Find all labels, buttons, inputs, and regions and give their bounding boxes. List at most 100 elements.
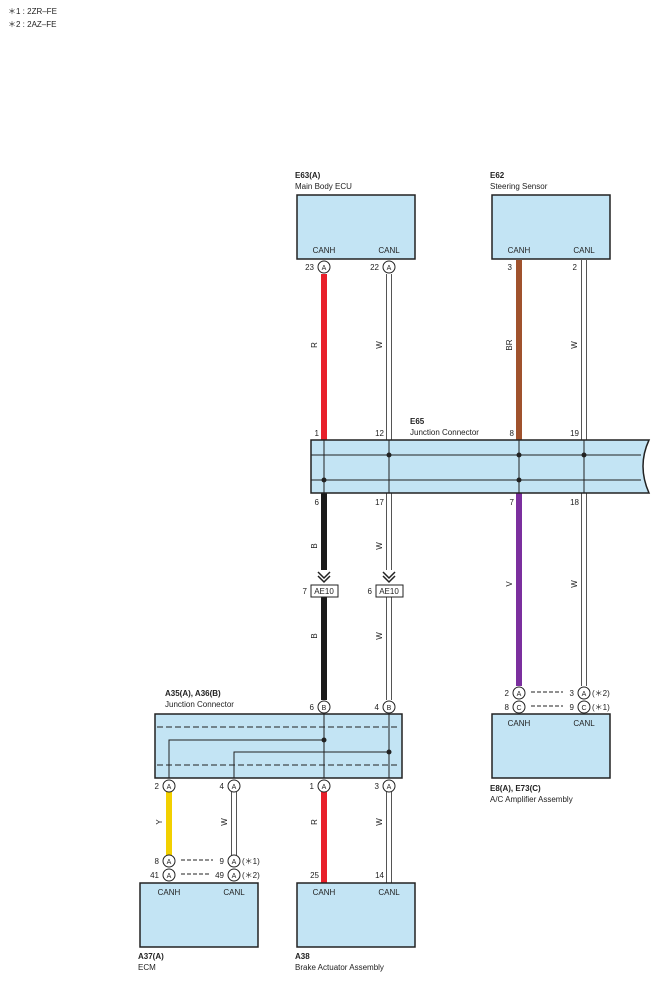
a37-code: A37(A): [138, 952, 164, 961]
connector-letter: A: [232, 784, 237, 791]
option-note: (＊1): [592, 703, 610, 712]
connector-circle: [162, 854, 176, 868]
ae10-label: AE10: [314, 587, 334, 596]
pin-number: 7: [510, 498, 515, 507]
connector-circle: [317, 700, 331, 714]
a37-box: [139, 882, 259, 948]
pin-number: 23: [305, 263, 314, 272]
pin-number: 4: [375, 703, 380, 712]
junction-dot: [321, 477, 327, 483]
connector-circle: [577, 700, 591, 714]
connector-letter: A: [517, 691, 522, 698]
wire-label-w: W: [220, 818, 229, 826]
e63-name: Main Body ECU: [295, 182, 352, 191]
connector-circle: [317, 260, 331, 274]
connector-letter: A: [167, 859, 172, 866]
wire-label-w: W: [570, 341, 579, 349]
wire-label-w: W: [375, 818, 384, 826]
pin-number: 41: [150, 871, 159, 880]
connector-letter: A: [167, 873, 172, 880]
pin-number: 22: [370, 263, 379, 272]
a35-canh-bus: [168, 714, 325, 778]
pin-number: 19: [570, 429, 579, 438]
connector-circle: [512, 700, 526, 714]
e62-canl-label: CANL: [573, 246, 595, 255]
connector-letter: A: [322, 265, 327, 272]
connector-letter: B: [322, 705, 327, 712]
e63-canl-label: CANL: [378, 246, 400, 255]
junction-dot: [386, 749, 392, 755]
pin-number: 12: [375, 429, 384, 438]
e8-canl-label: CANL: [573, 719, 595, 728]
wire-label-v: V: [505, 581, 514, 587]
a35-name: Junction Connector: [165, 700, 234, 709]
ae10-connector-black: [310, 571, 339, 598]
pin-number: 18: [570, 498, 579, 507]
pin-number: 49: [215, 871, 224, 880]
e65-code: E65: [410, 417, 425, 426]
a38-canh-label: CANH: [313, 888, 336, 897]
wire-label-w: W: [375, 542, 384, 550]
pin-number: 6: [310, 703, 315, 712]
connector-circle: [577, 686, 591, 700]
wire-label-b: B: [310, 633, 319, 638]
pin-number: 6: [315, 498, 320, 507]
option-note: (＊2): [592, 689, 610, 698]
pin-number: 7: [303, 587, 308, 596]
connector-circle: [162, 779, 176, 793]
connector-circle: [382, 260, 396, 274]
e62-box: [491, 194, 611, 260]
e8-code: E8(A), E73(C): [490, 784, 541, 793]
a38-code: A38: [295, 952, 310, 961]
a37-canh-label: CANH: [158, 888, 181, 897]
connector-circle: [317, 779, 331, 793]
connector-letter: A: [582, 691, 587, 698]
wire-label-r: R: [310, 342, 319, 348]
pin-number: 4: [220, 782, 225, 791]
connector-circle: [382, 779, 396, 793]
junction-dot: [516, 477, 522, 483]
wire-label-b: B: [310, 543, 319, 548]
junction-dot: [321, 737, 327, 743]
pin-number: 14: [375, 871, 384, 880]
a35-box: [154, 713, 403, 779]
a35-code: A35(A), A36(B): [165, 689, 221, 698]
connector-letter: A: [322, 784, 327, 791]
connector-letter: B: [387, 705, 392, 712]
pin-number: 3: [570, 689, 575, 698]
a35-canl-bus: [233, 714, 390, 778]
option-note: (＊1): [242, 857, 260, 866]
e63-canh-label: CANH: [313, 246, 336, 255]
pin-number: 25: [310, 871, 319, 880]
e63-box: [296, 194, 416, 260]
wire-label-r: R: [310, 819, 319, 825]
pin-number: 1: [315, 429, 320, 438]
e8-canh-label: CANH: [508, 719, 531, 728]
a38-canl-label: CANL: [378, 888, 400, 897]
pin-number: 8: [155, 857, 160, 866]
wire-label-w: W: [570, 580, 579, 588]
e65-box: [310, 439, 651, 494]
e63-code: E63(A): [295, 171, 321, 180]
ae10-label: AE10: [379, 587, 399, 596]
connector-circle: [162, 868, 176, 882]
pin-number: 17: [375, 498, 384, 507]
connector-letter: A: [387, 784, 392, 791]
wire-label-w: W: [375, 632, 384, 640]
connector-letter: A: [232, 859, 237, 866]
connector-circle: [227, 868, 241, 882]
ae10-connector-white: [375, 571, 404, 598]
pin-number: 3: [508, 263, 513, 272]
connector-letter: A: [387, 265, 392, 272]
wire-label-y: Y: [155, 819, 164, 825]
junction-dot: [516, 452, 522, 458]
a37-canl-label: CANL: [223, 888, 245, 897]
a38-box: [296, 882, 416, 948]
pin-number: 1: [310, 782, 315, 791]
connector-circle: [227, 779, 241, 793]
pin-number: 8: [510, 429, 515, 438]
connector-letter: C: [581, 705, 586, 712]
option-note: (＊2): [242, 871, 260, 880]
note-2: ＊2 : 2AZ–FE: [8, 20, 56, 29]
